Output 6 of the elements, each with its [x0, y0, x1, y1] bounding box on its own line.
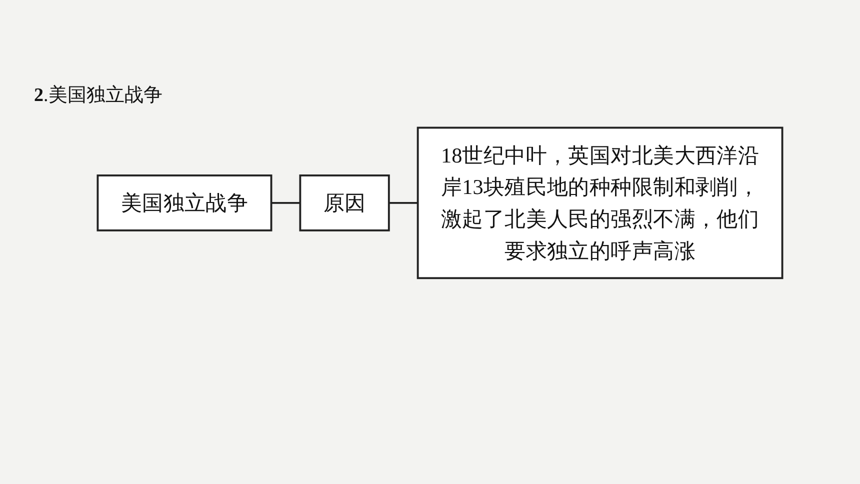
- diagram-title: 2.美国独立战争: [34, 84, 162, 108]
- connector: [388, 202, 418, 204]
- node-box: 原因: [299, 174, 390, 232]
- node-box: 美国独立战争: [96, 174, 272, 232]
- node-box: 18世纪中叶，英国对北美大西洋沿岸13块殖民地的种种限制和剥削，激起了北美人民的强烈不满，他们要求独立的呼声高涨: [416, 126, 784, 280]
- connector: [271, 202, 300, 204]
